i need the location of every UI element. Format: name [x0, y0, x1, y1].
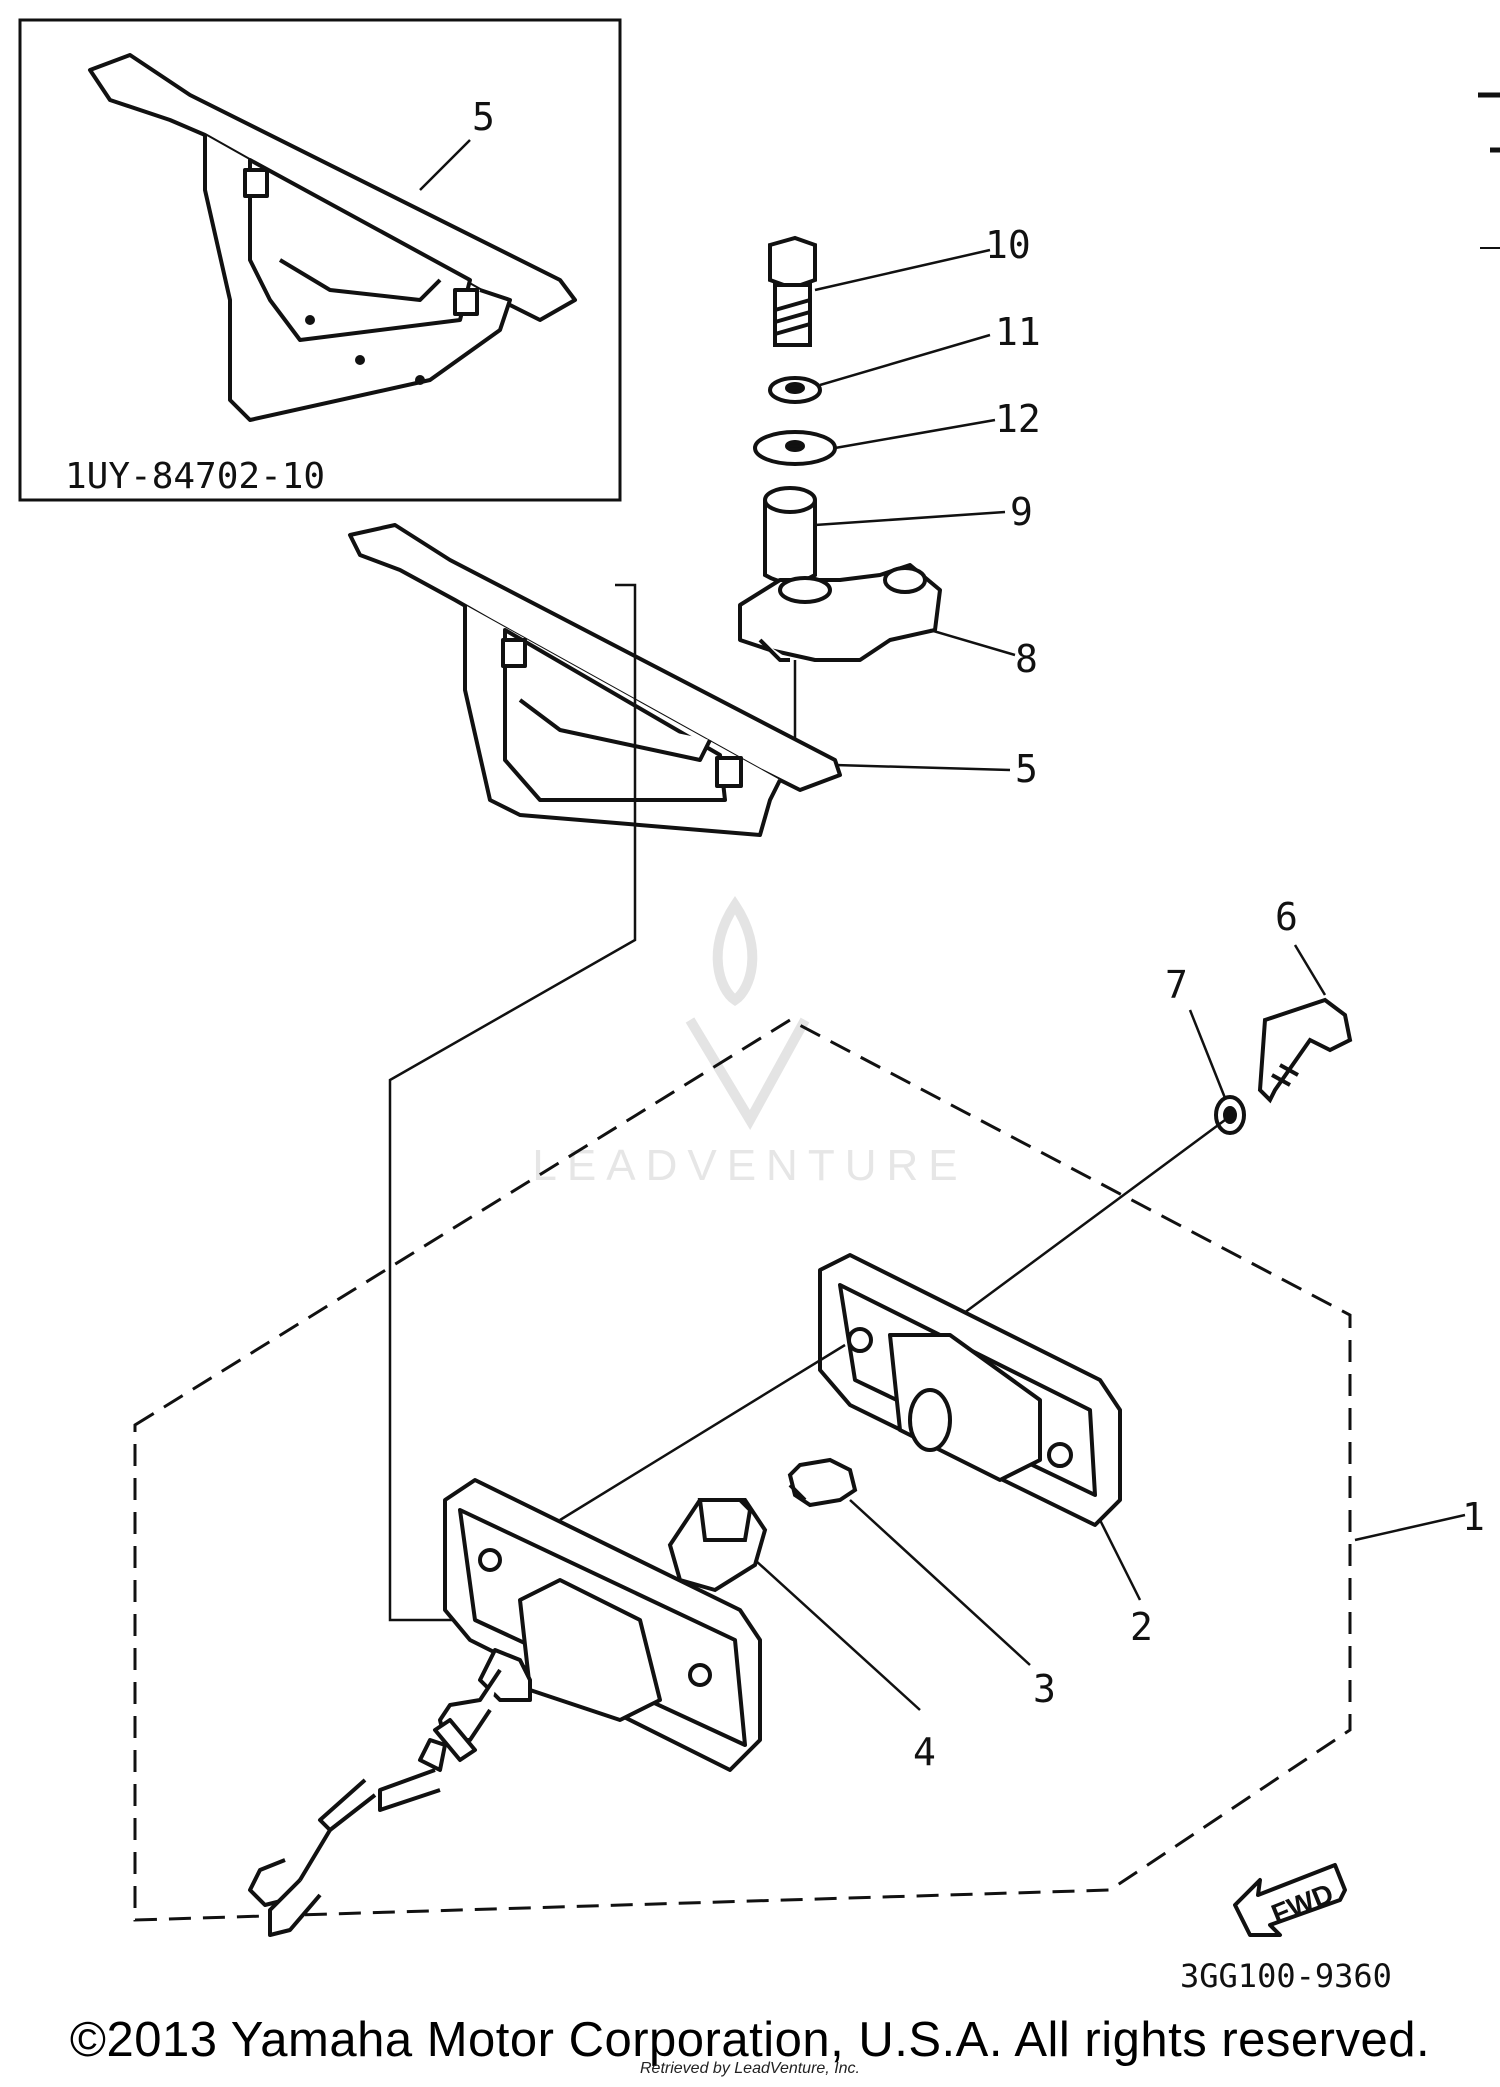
callout-10: 10: [985, 223, 1031, 267]
leader-3: [849, 1499, 1031, 1666]
leader-8: [929, 628, 1016, 657]
copyright-notice: ©2013 Yamaha Motor Corporation, U.S.A. A…: [69, 2013, 1431, 2067]
bracket-part-5: [348, 523, 842, 837]
leader-12: [834, 418, 996, 450]
leader-7: [1188, 1009, 1227, 1099]
fwd-arrow-icon: [1233, 1863, 1347, 1937]
leader-10: [814, 248, 991, 292]
retrieved-by-note: Retrieved by LeadVenture, Inc.: [640, 2060, 860, 2077]
lens-part-2: [818, 1253, 1122, 1527]
collar-part-9: [763, 486, 817, 585]
inset-bracket-drawing: [88, 53, 577, 422]
housing-drawing: [443, 1478, 762, 1772]
inset-callout-5-leader: [419, 139, 471, 191]
inset-box: [18, 18, 622, 502]
leader-1: [1354, 1513, 1466, 1542]
leader-4: [754, 1559, 921, 1711]
bracket-mounting-line: [388, 583, 637, 1622]
callout-5-inset: 5: [472, 95, 495, 139]
lens-to-housing-line: [559, 1343, 846, 1522]
leader-9: [814, 510, 1006, 527]
callout-12: 12: [995, 397, 1041, 441]
watermark-text: LEADVENTURE: [532, 1141, 967, 1190]
callout-6: 6: [1275, 895, 1298, 939]
callout-11: 11: [995, 310, 1041, 354]
screw-part-6: [1257, 997, 1353, 1104]
flat-washer-part-12: [753, 430, 837, 466]
watermark-logo: [685, 895, 810, 1131]
washer-part-7: [1214, 1095, 1246, 1135]
inset-part-number: 1UY-84702-10: [65, 456, 325, 497]
callout-8: 8: [1015, 637, 1038, 681]
wire-harness-drawing: [248, 1668, 502, 1937]
leader-6: [1293, 944, 1327, 996]
stay-part-8: [738, 563, 942, 662]
bulb-part-3: [787, 1457, 858, 1508]
callout-9: 9: [1010, 490, 1033, 534]
leader-11: [819, 333, 991, 387]
callout-4: 4: [913, 1730, 936, 1774]
drawing-code: 3GG100-9360: [1180, 1957, 1392, 1995]
callout-2: 2: [1130, 1605, 1153, 1649]
callout-1: 1: [1462, 1495, 1485, 1539]
callout-7: 7: [1165, 963, 1188, 1007]
leader-2: [1098, 1519, 1142, 1601]
callout-5-main: 5: [1015, 747, 1038, 791]
callout-3: 3: [1033, 1667, 1056, 1711]
leader-5-main: [834, 763, 1011, 772]
page-edge-marks: [1478, 92, 1500, 249]
lock-washer-part-11: [768, 376, 822, 404]
bolt-part-10: [768, 235, 817, 347]
assembly-outline-part-1: [133, 1018, 1352, 1922]
